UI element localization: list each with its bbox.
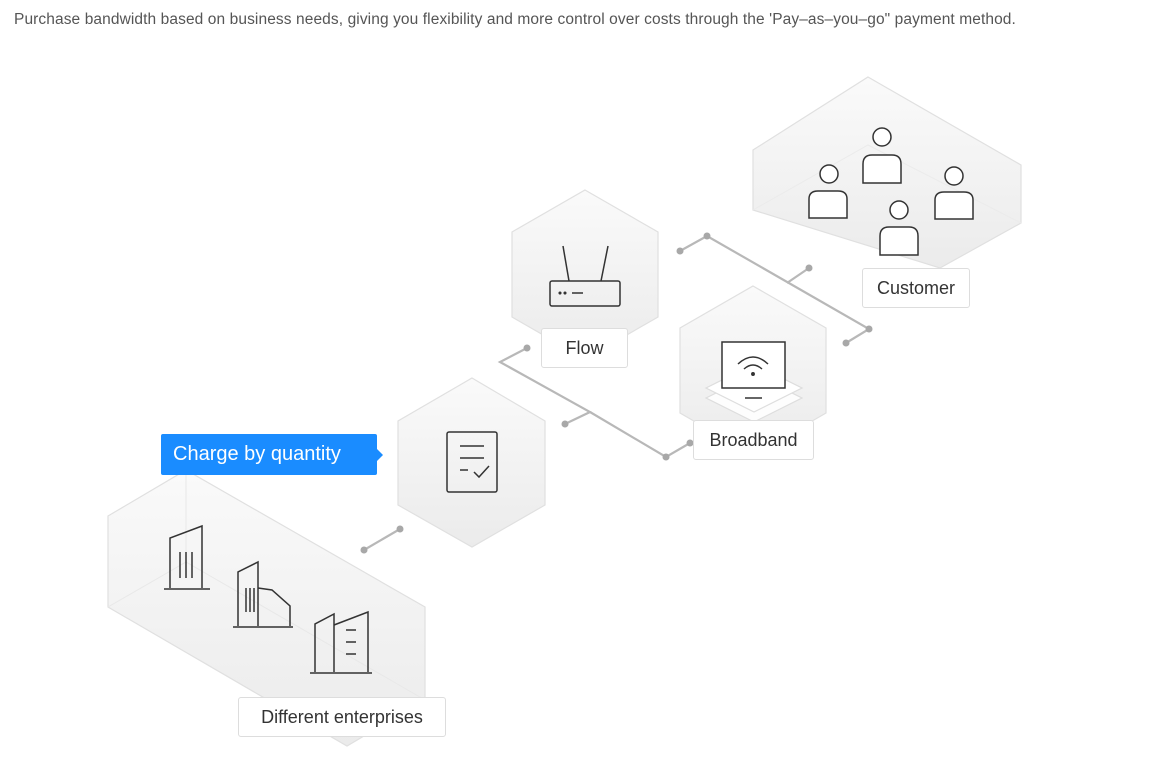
users-icon — [808, 127, 974, 256]
checklist-document-icon — [446, 431, 498, 493]
tag-pointer — [377, 449, 383, 461]
router-icon — [549, 245, 621, 307]
enterprises-label: Different enterprises — [238, 697, 446, 737]
wifi-monitor-icon — [704, 341, 804, 423]
connector-enterprise-billing — [363, 528, 401, 551]
office-buildings-icon — [164, 524, 372, 674]
intro-text: Purchase bandwidth based on business nee… — [14, 11, 1016, 28]
connector-dots — [360, 232, 873, 554]
tag-label: Charge by quantity — [173, 443, 341, 465]
billing-hexagon — [397, 377, 546, 548]
flow-label: Flow — [541, 328, 628, 368]
connector-broadband-customer — [786, 267, 810, 284]
broadband-label: Broadband — [693, 420, 814, 460]
charge-by-quantity-tag: Charge by quantity — [161, 434, 383, 475]
connector-billing-broadband — [589, 411, 691, 459]
customer-label: Customer — [862, 268, 970, 308]
connector-billing-flow — [497, 347, 593, 425]
